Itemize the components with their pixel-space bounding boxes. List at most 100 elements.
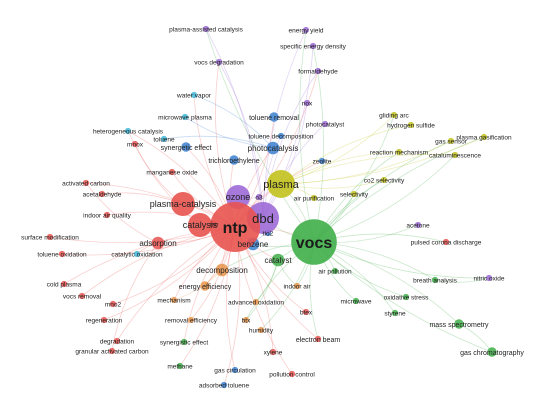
node-co2-selectivity[interactable] bbox=[380, 176, 388, 184]
node-energy-efficiency[interactable] bbox=[200, 281, 210, 291]
label-catalysis: catalysis bbox=[183, 220, 218, 230]
node-xylene[interactable] bbox=[269, 348, 277, 356]
node-cataluminescence[interactable] bbox=[451, 151, 459, 159]
node-energy-yield[interactable] bbox=[302, 26, 310, 34]
node-zeolite[interactable] bbox=[318, 157, 326, 165]
node-vocs-removal[interactable] bbox=[78, 292, 86, 300]
node-manganese-oxide[interactable] bbox=[168, 168, 176, 176]
link-vocs-plasma-assisted-catalysis bbox=[205, 28, 315, 243]
label-gas-circulation: gas circulation bbox=[214, 368, 256, 375]
node-plasma-gasification[interactable] bbox=[480, 133, 488, 141]
node-acetone[interactable] bbox=[414, 221, 422, 229]
node-water-vapor[interactable] bbox=[190, 91, 198, 99]
label-water-vapor: water vapor bbox=[176, 93, 212, 100]
node-methane[interactable] bbox=[176, 362, 184, 370]
node-catalytic-oxidation[interactable] bbox=[133, 250, 141, 258]
label-co2-selectivity: co2 selectivity bbox=[364, 178, 405, 185]
label-photocatalyst: photocatalyst bbox=[306, 122, 344, 129]
node-degradation[interactable] bbox=[113, 337, 121, 345]
node-heterogeneous-catalysis[interactable] bbox=[124, 127, 132, 135]
node-btx[interactable] bbox=[242, 316, 250, 324]
label-ntp: ntp bbox=[223, 220, 248, 237]
label-synergistic-effect: synergistic effect bbox=[160, 340, 208, 347]
node-humidity[interactable] bbox=[257, 326, 265, 334]
label-gliding-arc: gliding arc bbox=[379, 113, 409, 120]
node-indoor-air-quality[interactable] bbox=[103, 211, 111, 219]
node-toluene-oxidation[interactable] bbox=[58, 250, 66, 258]
link-dbd-formaldehyde bbox=[262, 70, 319, 219]
label-plasma-assisted-catalysis: plasma-assisted catalysis bbox=[169, 27, 243, 34]
node-toluene[interactable] bbox=[160, 135, 168, 143]
label-breath-analysis: breath analysis bbox=[413, 278, 457, 285]
node-hydrogen-sulfide[interactable] bbox=[407, 121, 415, 129]
node-removal-efficiency[interactable] bbox=[187, 316, 195, 324]
node-nitric-oxide[interactable] bbox=[485, 274, 493, 282]
label-manganese-oxide: manganese oxide bbox=[146, 170, 198, 177]
link-vocs-plasma-gasification bbox=[313, 136, 485, 243]
label-acetaldehyde: acetaldehyde bbox=[83, 192, 122, 199]
link-breath-analysis-nitric-oxide bbox=[434, 277, 490, 283]
link-plasma-gliding-arc bbox=[280, 114, 395, 185]
node-nox[interactable] bbox=[303, 99, 311, 107]
node-selectivity[interactable] bbox=[350, 190, 358, 198]
node-toluene-decomposition[interactable] bbox=[277, 132, 285, 140]
node-vocs[interactable] bbox=[291, 219, 337, 265]
node-cold-plasma[interactable] bbox=[60, 280, 68, 288]
node-gas-chromatography[interactable] bbox=[487, 347, 497, 357]
node-gas-circulation[interactable] bbox=[231, 366, 239, 374]
node-microwave[interactable] bbox=[352, 297, 360, 305]
node-surface-modification[interactable] bbox=[46, 233, 54, 241]
node-specific-energy-density[interactable] bbox=[309, 42, 317, 50]
node-catalysis[interactable] bbox=[188, 213, 212, 237]
node-layer bbox=[46, 25, 497, 389]
node-decomposition[interactable] bbox=[215, 263, 229, 277]
node-mno2[interactable] bbox=[109, 300, 117, 308]
node-regeneration[interactable] bbox=[100, 316, 108, 324]
label-indoor-air: indoor air bbox=[283, 284, 311, 291]
node-synergetic-effect[interactable] bbox=[181, 142, 191, 152]
node-synergistic-effect[interactable] bbox=[180, 338, 188, 346]
node-activated-carbon[interactable] bbox=[82, 179, 90, 187]
node-plasma-assisted-catalysis[interactable] bbox=[202, 25, 210, 33]
node-photocatalysis[interactable] bbox=[266, 141, 280, 155]
node-gas-sensor[interactable] bbox=[447, 137, 455, 145]
node-electron-beam[interactable] bbox=[314, 335, 322, 343]
node-air-purification[interactable] bbox=[310, 194, 318, 202]
node-vocs-degradation[interactable] bbox=[215, 58, 223, 66]
node-microwave-plasma[interactable] bbox=[181, 113, 189, 121]
label-mass-spectrometry: mass spectrometry bbox=[429, 322, 489, 329]
node-advanced-oxidation[interactable] bbox=[252, 298, 260, 306]
node-adsorbed-toluene[interactable] bbox=[220, 381, 228, 389]
node-air-pollution[interactable] bbox=[331, 267, 339, 275]
node-breath-analysis[interactable] bbox=[431, 276, 439, 284]
node-formaldehyde[interactable] bbox=[314, 67, 322, 75]
label-methane: methane bbox=[167, 364, 193, 371]
node-toluene-removal[interactable] bbox=[269, 112, 279, 122]
node-indoor-air[interactable] bbox=[293, 282, 301, 290]
node-mnox[interactable] bbox=[131, 140, 139, 148]
label-gas-sensor: gas sensor bbox=[435, 139, 468, 146]
node-photocatalyst[interactable] bbox=[321, 120, 329, 128]
label-ozone-small: o3 bbox=[255, 195, 263, 202]
node-mechanism[interactable] bbox=[170, 296, 178, 304]
label-air-purification: air purification bbox=[294, 196, 335, 203]
label-decomposition: decomposition bbox=[196, 266, 248, 275]
node-granular-activated-carbon[interactable] bbox=[108, 347, 116, 355]
node-plasma[interactable] bbox=[267, 170, 295, 198]
node-gliding-arc[interactable] bbox=[390, 111, 398, 119]
node-pollution-control[interactable] bbox=[288, 370, 296, 378]
node-ozone-small[interactable] bbox=[255, 193, 263, 201]
node-btex[interactable] bbox=[302, 308, 310, 316]
node-adsorption[interactable] bbox=[151, 236, 165, 250]
node-oxidative-stress[interactable] bbox=[402, 293, 410, 301]
node-mass-spectrometry[interactable] bbox=[454, 319, 464, 329]
node-reaction-mechanism[interactable] bbox=[395, 148, 403, 156]
node-pulsed-corona-discharge[interactable] bbox=[442, 238, 450, 246]
label-acetone: acetone bbox=[406, 223, 430, 230]
node-catalyst[interactable] bbox=[271, 253, 285, 267]
node-styrene[interactable] bbox=[391, 309, 399, 317]
node-acetaldehyde[interactable] bbox=[98, 190, 106, 198]
node-trichloroethylene[interactable] bbox=[229, 155, 239, 165]
node-plasma-catalysis[interactable] bbox=[171, 192, 195, 216]
node-ntp[interactable] bbox=[210, 202, 260, 252]
